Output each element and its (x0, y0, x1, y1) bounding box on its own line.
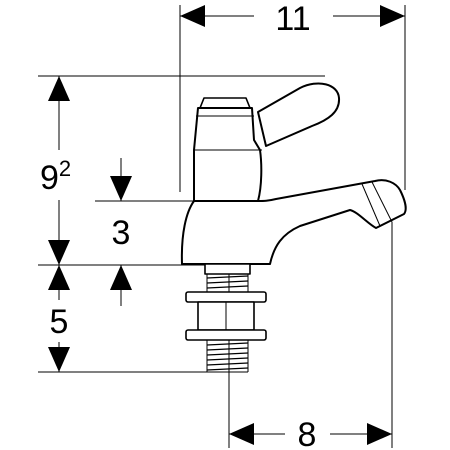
dimension-thread-length: 5 (48, 265, 70, 372)
thread-upper (206, 274, 249, 292)
spout-body (180, 179, 407, 265)
arrow-left-icon (229, 423, 254, 445)
arrow-down-icon (48, 240, 70, 265)
arrow-up-icon (48, 265, 70, 290)
shank-collar (204, 263, 251, 275)
dimension-handle-offset: 3 (110, 158, 132, 306)
washer-bottom (185, 329, 267, 341)
arrow-right-icon (380, 5, 405, 27)
dimension-label-thread-length: 5 (50, 303, 69, 341)
arrow-down-icon (110, 176, 132, 201)
dimension-total-height: 92 (40, 76, 71, 265)
dimension-bottom-width: 8 (229, 416, 392, 450)
arrow-up-icon (48, 76, 70, 101)
dimension-label-width-bottom: 8 (298, 416, 317, 450)
dimension-label-total-height-main: 9 (40, 159, 59, 197)
dimension-label-total-height-superscript: 2 (59, 156, 71, 181)
arrow-left-icon (180, 5, 205, 27)
lever-handle (257, 82, 341, 147)
handle-cap (199, 97, 251, 109)
washer-top (185, 291, 267, 303)
arrow-right-icon (367, 423, 392, 445)
headstock (193, 107, 263, 202)
arrow-up-icon (110, 265, 132, 290)
arrow-down-icon (48, 347, 70, 372)
dimension-top-width: 11 (180, 0, 405, 38)
dimension-label-total-height: 92 (40, 156, 71, 197)
thread-lower (206, 340, 249, 373)
dimension-label-handle-offset: 3 (112, 214, 131, 252)
dimension-label-width-top: 11 (275, 0, 310, 38)
tap-illustration (180, 82, 407, 373)
